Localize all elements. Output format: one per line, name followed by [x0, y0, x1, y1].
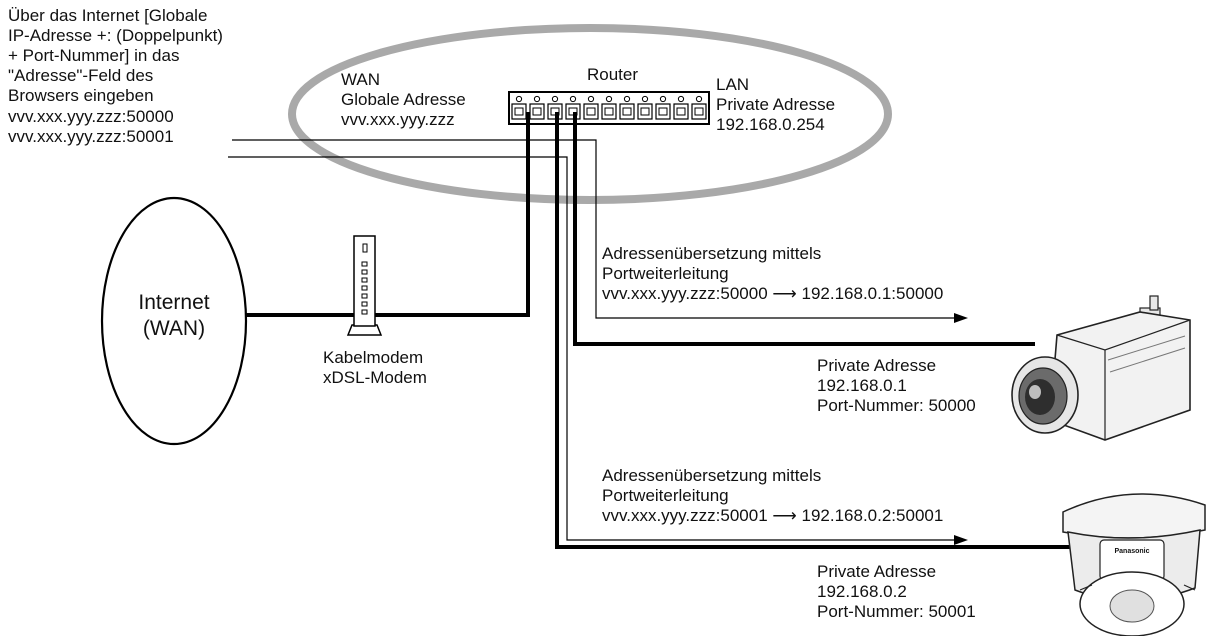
modem-icon — [346, 235, 383, 336]
lan-cable-camera-1 — [573, 112, 1035, 346]
dome-camera-icon: Panasonic — [1062, 493, 1206, 636]
port-forwarding-50001: Adressenübersetzung mittels Portweiterle… — [602, 466, 943, 526]
router-icon — [508, 91, 710, 125]
forwarding-rule: vvv.xxx.yyy.zzz:50000 ⟶ 192.168.0.1:5000… — [602, 284, 943, 304]
intro-line: + Port-Nummer] in das — [8, 46, 180, 65]
lan-private-address-label: Private Adresse — [716, 95, 836, 114]
camera-1-info: Private Adresse 192.168.0.1 Port-Nummer:… — [817, 356, 976, 416]
internet-label: Internet (WAN) — [112, 290, 236, 342]
lan-title: LAN — [716, 75, 750, 94]
forwarding-target: 192.168.0.2:50001 — [801, 506, 944, 525]
internet-cloud — [100, 196, 248, 446]
router-zone-ring — [288, 24, 892, 204]
wan-global-address: vvv.xxx.yyy.zzz — [341, 110, 455, 129]
request-line-50001 — [228, 156, 955, 541]
camera-1-address-label: Private Adresse — [817, 356, 937, 375]
wan-label-group: WAN Globale Adresse vvv.xxx.yyy.zzz — [341, 70, 466, 130]
camera-2-port: Port-Nummer: 50001 — [817, 602, 976, 621]
lan-label-group: LAN Private Adresse 192.168.0.254 — [716, 75, 835, 135]
intro-line: "Adresse"-Feld des — [8, 66, 154, 85]
camera-1-port: Port-Nummer: 50000 — [817, 396, 976, 415]
forwarding-arrow: ⟶ — [772, 506, 797, 525]
forwarding-subtitle: Portweiterleitung — [602, 486, 729, 505]
modem-type-2: xDSL-Modem — [323, 368, 427, 387]
wan-title: WAN — [341, 70, 381, 89]
port-forwarding-50000: Adressenübersetzung mittels Portweiterle… — [602, 244, 943, 304]
intro-line: Browsers eingeben — [8, 86, 154, 105]
dome-brand-logo: Panasonic — [1114, 548, 1149, 555]
internet-subtitle: (WAN) — [142, 317, 206, 340]
intro-line: Über das Internet [Globale — [8, 6, 208, 25]
wan-global-address-label: Globale Adresse — [341, 90, 466, 109]
intro-instruction: Über das Internet [Globale IP-Adresse +:… — [8, 6, 223, 147]
forwarding-subtitle: Portweiterleitung — [602, 264, 729, 283]
router-label: Router — [587, 65, 639, 84]
camera-2-ip: 192.168.0.2 — [817, 582, 907, 601]
lan-cable-camera-2 — [555, 112, 1070, 549]
modem-type-1: Kabelmodem — [323, 348, 424, 367]
lan-private-address: 192.168.0.254 — [716, 115, 825, 134]
intro-line: IP-Adresse +: (Doppelpunkt) — [8, 26, 223, 45]
camera-2-address-label: Private Adresse — [817, 562, 937, 581]
request-line-50000 — [232, 139, 955, 319]
camera-2-info: Private Adresse 192.168.0.2 Port-Nummer:… — [817, 562, 976, 622]
forwarding-title: Adressenübersetzung mittels — [602, 466, 822, 485]
forwarding-rule: vvv.xxx.yyy.zzz:50001 ⟶ 192.168.0.2:5000… — [602, 506, 943, 526]
camera-1-ip: 192.168.0.1 — [817, 376, 907, 395]
arrowhead-50000 — [954, 313, 968, 323]
modem-label: Kabelmodem xDSL-Modem — [323, 348, 427, 388]
forwarding-title: Adressenübersetzung mittels — [602, 244, 822, 263]
forwarding-source: vvv.xxx.yyy.zzz:50000 — [602, 284, 768, 303]
forwarding-target: 192.168.0.1:50000 — [801, 284, 944, 303]
arrowhead-50001 — [954, 535, 968, 545]
wan-cable — [246, 112, 530, 317]
request-address-50000: vvv.xxx.yyy.zzz:50000 — [8, 107, 174, 126]
box-camera-icon — [1011, 295, 1191, 441]
request-address-50001: vvv.xxx.yyy.zzz:50001 — [8, 127, 174, 146]
forwarding-arrow: ⟶ — [772, 284, 797, 303]
internet-title: Internet — [138, 291, 210, 314]
forwarding-source: vvv.xxx.yyy.zzz:50001 — [602, 506, 768, 525]
